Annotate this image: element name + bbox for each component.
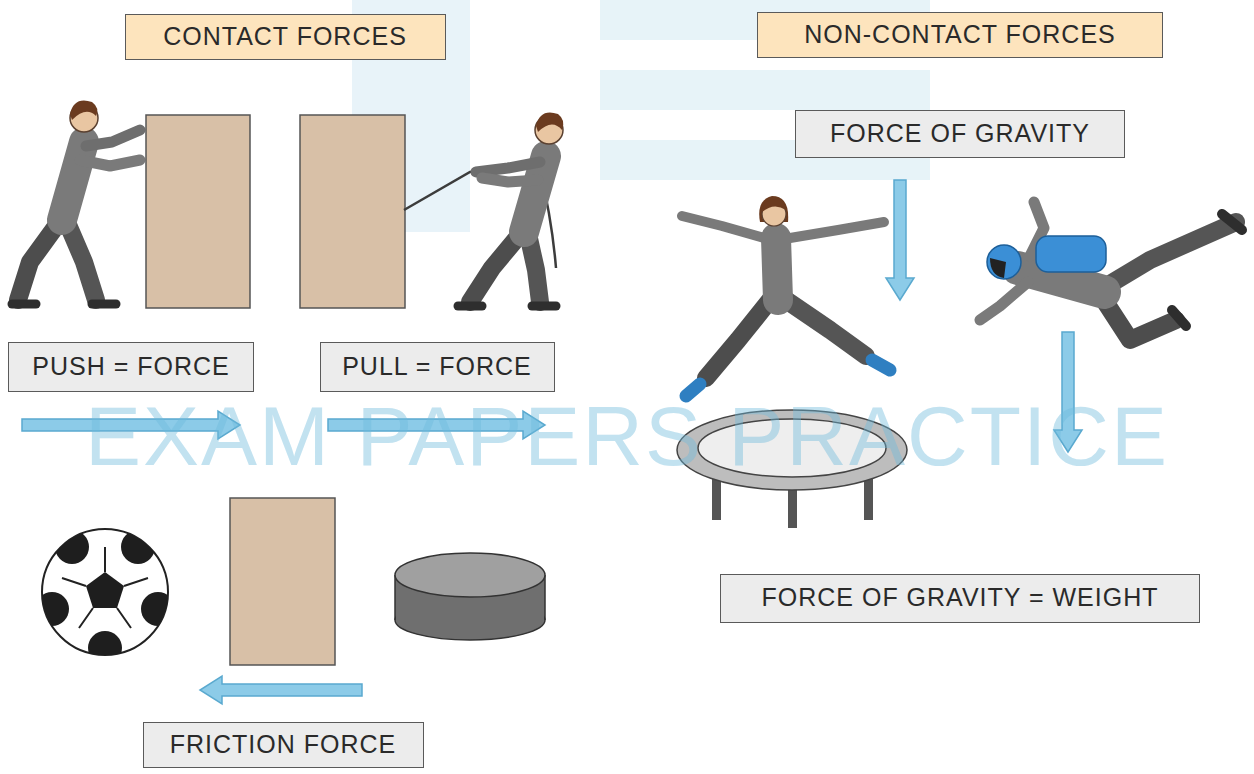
patch xyxy=(141,592,175,626)
visor xyxy=(990,258,1006,278)
label-box: PUSH = FORCE xyxy=(8,342,254,392)
box-label: PULL = FORCE xyxy=(342,353,532,381)
force-arrow xyxy=(328,411,545,439)
box-label: FORCE OF GRAVITY xyxy=(830,120,1090,148)
hair xyxy=(762,199,786,212)
shoe xyxy=(1172,310,1186,326)
trampoline xyxy=(677,410,907,528)
arm xyxy=(482,178,538,182)
arm xyxy=(682,216,764,238)
football xyxy=(35,529,175,665)
hockey-puck xyxy=(395,553,545,640)
box xyxy=(300,115,405,308)
force-arrow xyxy=(22,411,240,439)
foot xyxy=(686,384,700,396)
box-label: FORCE OF GRAVITY = WEIGHT xyxy=(761,584,1158,612)
trampoline-frame xyxy=(677,410,907,490)
arm xyxy=(86,130,140,146)
shoe xyxy=(12,300,36,309)
leg xyxy=(1104,300,1176,340)
arm xyxy=(980,282,1028,320)
leg xyxy=(786,300,866,356)
force-arrow xyxy=(200,676,362,704)
trampoline-mat xyxy=(698,419,886,477)
shoe xyxy=(532,302,556,311)
foot xyxy=(872,360,890,370)
label-box: FRICTION FORCE xyxy=(143,722,424,768)
helmet xyxy=(987,245,1021,279)
shoe xyxy=(458,302,482,311)
jumping-woman xyxy=(682,196,890,396)
label-box: FORCE OF GRAVITY = WEIGHT xyxy=(720,574,1200,623)
arm xyxy=(80,160,140,166)
leg xyxy=(1100,222,1236,290)
box xyxy=(146,115,250,308)
seam xyxy=(62,547,148,628)
force-arrow xyxy=(886,180,914,300)
box xyxy=(230,498,335,665)
leg xyxy=(706,300,770,378)
puck-top xyxy=(395,553,545,597)
patch xyxy=(55,530,89,564)
pushing-man xyxy=(12,101,140,305)
patch xyxy=(35,592,69,626)
arm xyxy=(476,162,540,172)
box-label: FRICTION FORCE xyxy=(170,731,397,759)
skydiver xyxy=(980,202,1242,340)
box-label: PUSH = FORCE xyxy=(32,353,229,381)
shoe xyxy=(92,300,116,309)
patch xyxy=(88,631,122,665)
hair xyxy=(70,101,97,121)
ball-patches xyxy=(35,530,175,665)
box-label: CONTACT FORCES xyxy=(163,23,407,51)
label-box: FORCE OF GRAVITY xyxy=(795,110,1125,158)
force-arrow xyxy=(1054,332,1082,452)
torso xyxy=(62,142,84,220)
shoe xyxy=(1222,214,1242,230)
hair xyxy=(536,113,563,133)
watermark: EXAM PAPERS PRACTICE xyxy=(0,394,1254,478)
logo-bar xyxy=(600,70,930,110)
label-box: PULL = FORCE xyxy=(320,342,555,392)
heading-box: NON-CONTACT FORCES xyxy=(757,12,1163,58)
heading-box: CONTACT FORCES xyxy=(125,14,446,60)
torso xyxy=(776,238,778,300)
box-label: NON-CONTACT FORCES xyxy=(804,21,1116,49)
patch xyxy=(86,572,124,608)
patch xyxy=(121,530,155,564)
arm xyxy=(790,222,884,238)
pulling-man xyxy=(458,113,563,307)
backpack xyxy=(1036,236,1106,272)
